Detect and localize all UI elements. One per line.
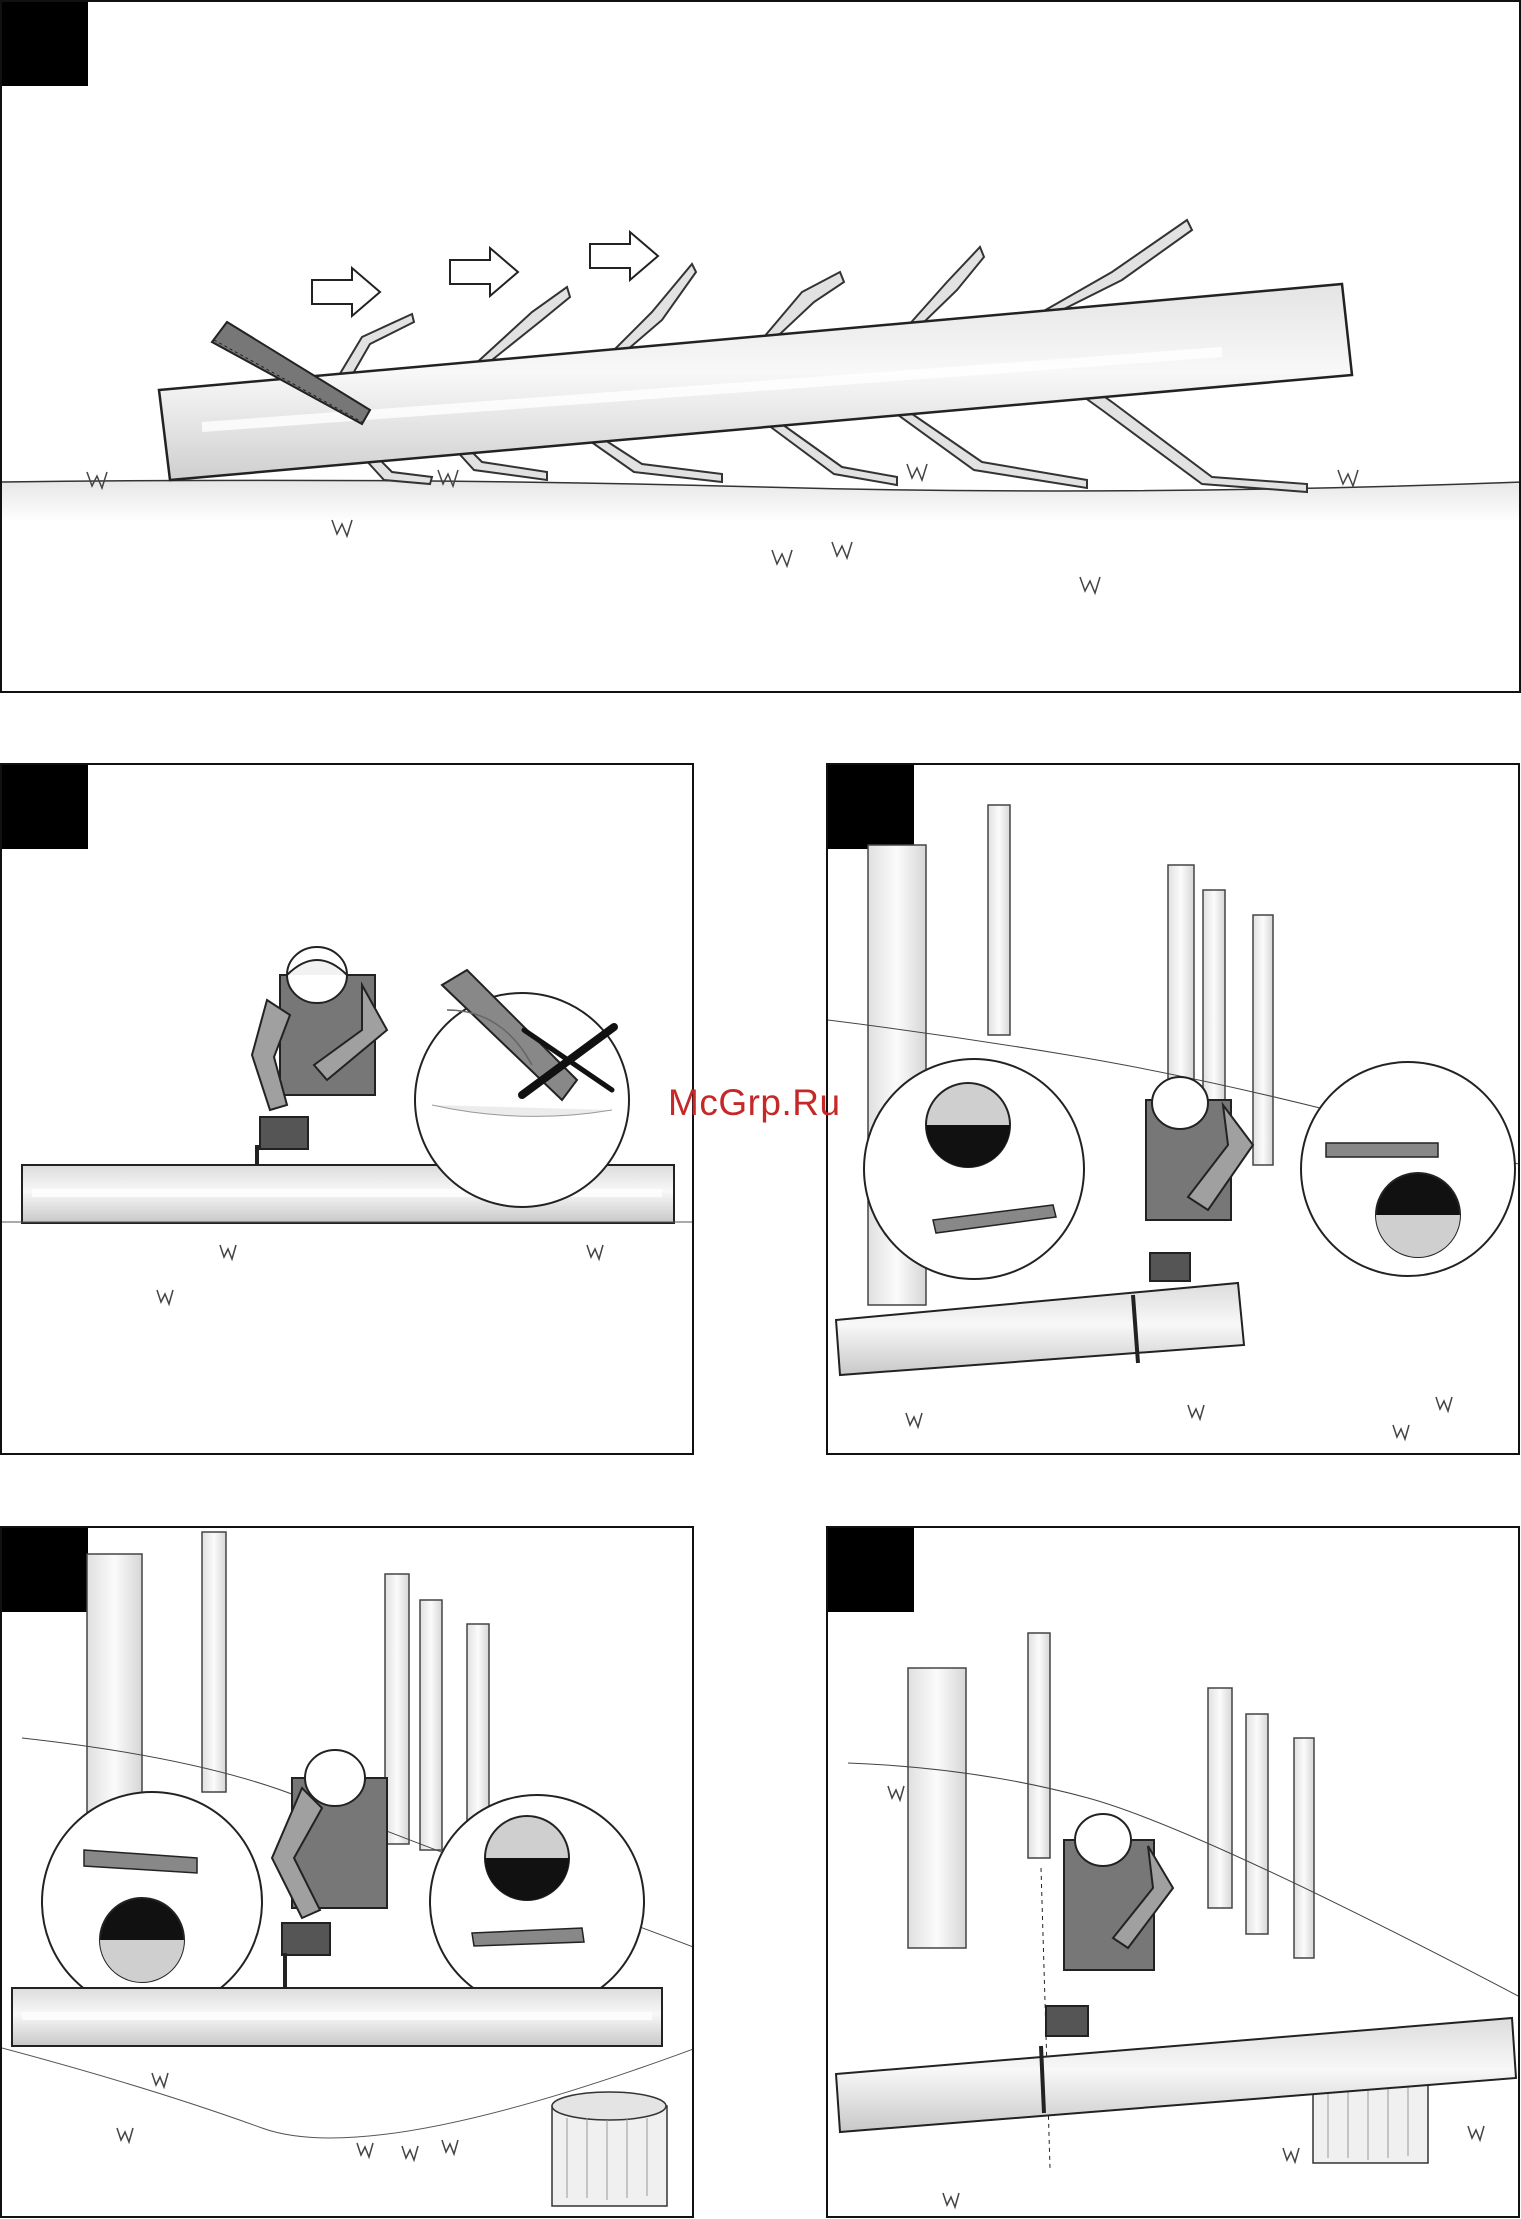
panel-ground-log xyxy=(0,763,694,1455)
panel-log-branches xyxy=(0,0,1521,693)
illustration-supported-log xyxy=(2,1528,694,2218)
inset-circle-cut-from-top xyxy=(430,1795,644,2009)
grass-icon xyxy=(906,1397,1452,1439)
stump-icon xyxy=(552,2092,667,2206)
illustration-log-branches xyxy=(2,2,1521,693)
grass-icon xyxy=(117,2073,458,2160)
watermark-text: McGrp.Ru xyxy=(668,1082,841,1124)
panel-slope-log xyxy=(826,763,1520,1455)
worker-figure xyxy=(252,947,387,1110)
illustration-stump-log xyxy=(828,1528,1520,2218)
inset-circle-cut-from-top xyxy=(864,1059,1084,1279)
grass-icon xyxy=(157,1245,603,1304)
illustration-ground-log xyxy=(2,765,694,1455)
illustration-slope-log xyxy=(828,765,1520,1455)
inset-circle-cut-from-bottom xyxy=(1301,1062,1515,1276)
inset-circle-cut-from-bottom xyxy=(42,1792,262,2012)
worker-figure xyxy=(1064,1814,1173,1970)
arrow-icon xyxy=(312,232,658,316)
panel-supported-log xyxy=(0,1526,694,2218)
panel-stump-log xyxy=(826,1526,1520,2218)
worker-figure xyxy=(1146,1077,1253,1220)
inset-circle-no-ground-contact xyxy=(415,970,629,1207)
worker-figure xyxy=(272,1750,387,1918)
